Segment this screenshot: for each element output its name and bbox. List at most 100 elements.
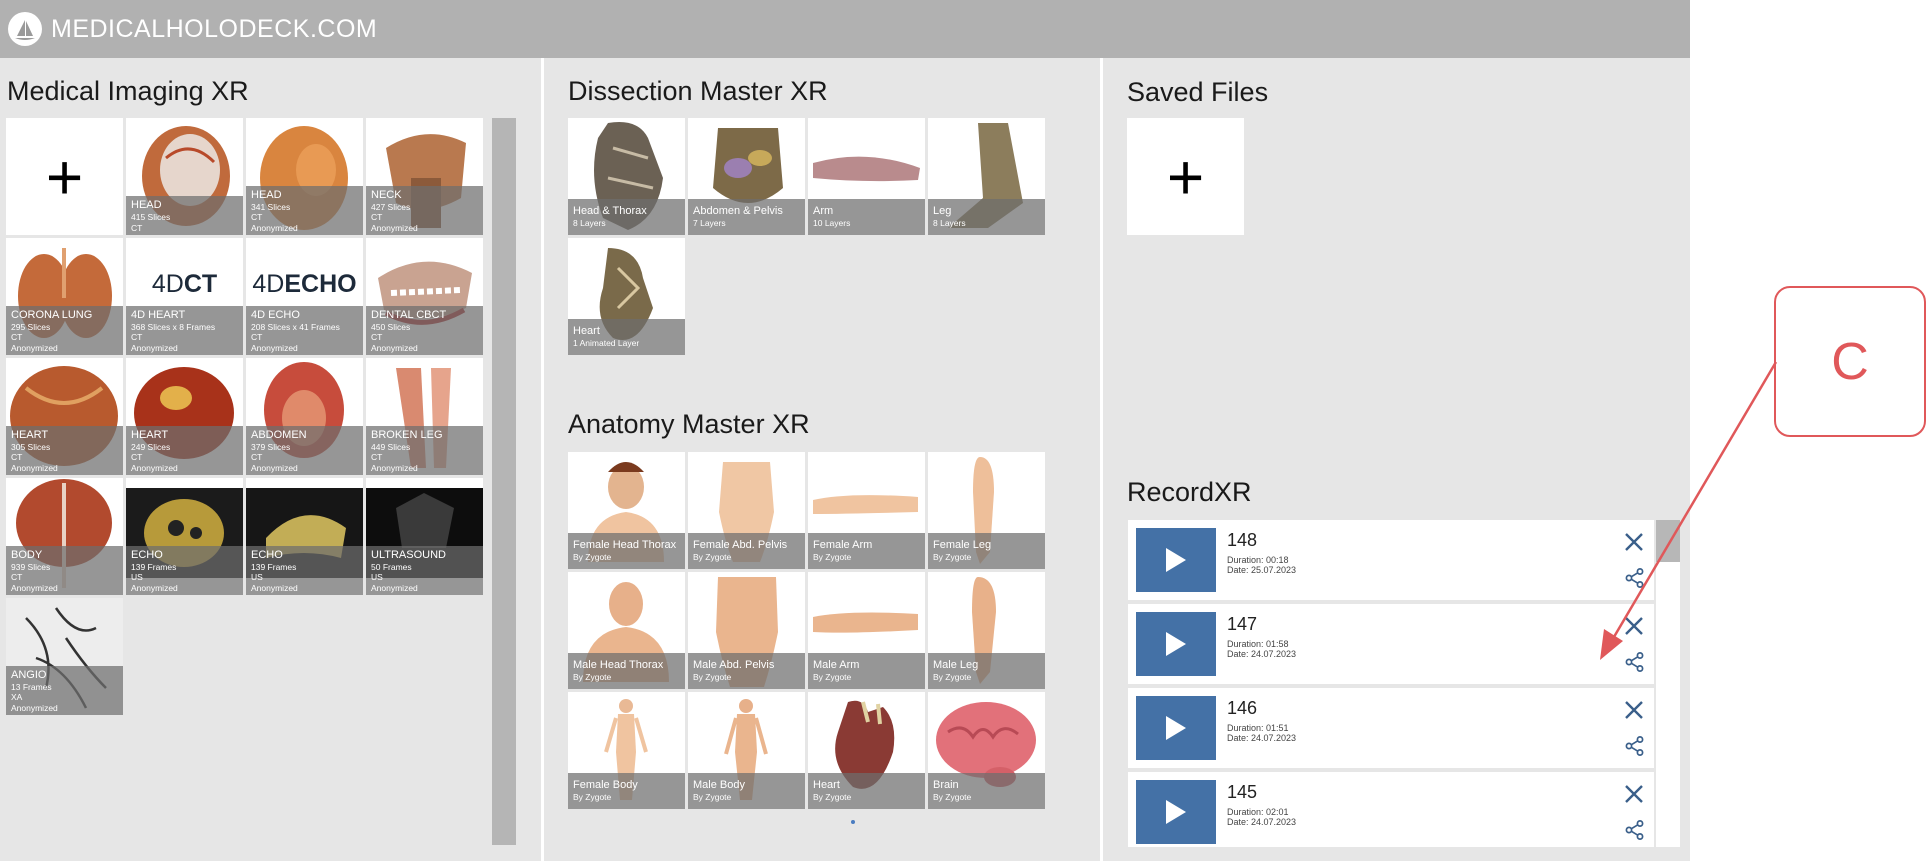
- scan-tile[interactable]: HEART 249 Slices CT Anonymized: [126, 358, 243, 475]
- anatomy-tile[interactable]: Heart By Zygote: [808, 692, 925, 809]
- dissection-tile[interactable]: Heart 1 Animated Layer: [568, 238, 685, 355]
- tile-caption: Female Abd. Pelvis By Zygote: [688, 533, 805, 569]
- play-button[interactable]: [1136, 696, 1216, 760]
- play-button[interactable]: [1136, 528, 1216, 592]
- medical-imaging-scrollbar[interactable]: [492, 118, 516, 845]
- page-indicator-dot[interactable]: [851, 820, 855, 824]
- close-icon[interactable]: [1624, 616, 1644, 636]
- play-button[interactable]: [1136, 780, 1216, 844]
- record-item[interactable]: 146 Duration: 01:51 Date: 24.07.2023: [1128, 688, 1654, 768]
- scan-tile[interactable]: HEAD 415 Slices CT: [126, 118, 243, 235]
- scan-tile[interactable]: ULTRASOUND 50 Frames US Anonymized: [366, 478, 483, 595]
- callout-box: C: [1774, 286, 1926, 437]
- tile-anonymized: Anonymized: [11, 582, 58, 593]
- tile-modality: CT: [371, 452, 383, 462]
- scan-tile[interactable]: BROKEN LEG 449 Slices CT Anonymized: [366, 358, 483, 475]
- saved-files-add-button[interactable]: +: [1127, 118, 1244, 235]
- tile-layers: 8 Layers: [933, 218, 966, 228]
- tile-anonymized: Anonymized: [131, 582, 178, 593]
- record-xr-title: RecordXR: [1127, 477, 1252, 507]
- tile-author: By Zygote: [933, 552, 972, 562]
- scan-tile[interactable]: DENTAL CBCT 450 Slices CT Anonymized: [366, 238, 483, 355]
- tile-caption: Brain By Zygote: [928, 773, 1045, 809]
- scan-tile[interactable]: HEAD 341 Slices CT Anonymized: [246, 118, 363, 235]
- play-button[interactable]: [1136, 612, 1216, 676]
- tile-slices: 415 Slices: [131, 212, 171, 222]
- close-icon[interactable]: [1624, 700, 1644, 720]
- record-number: 145: [1227, 782, 1258, 802]
- scan-tile[interactable]: ECHO 139 Frames US Anonymized: [246, 478, 363, 595]
- anatomy-tile[interactable]: Female Arm By Zygote: [808, 452, 925, 569]
- tile-caption: Female Head Thorax By Zygote: [568, 533, 685, 569]
- anatomy-tile[interactable]: Female Head Thorax By Zygote: [568, 452, 685, 569]
- anatomy-tile[interactable]: Female Abd. Pelvis By Zygote: [688, 452, 805, 569]
- tile-anonymized: Anonymized: [11, 342, 58, 353]
- tile-name: HEAD: [251, 188, 282, 201]
- tile-caption: Male Abd. Pelvis By Zygote: [688, 653, 805, 689]
- record-item[interactable]: 147 Duration: 01:58 Date: 24.07.2023: [1128, 604, 1654, 684]
- record-list: 148 Duration: 00:18 Date: 25.07.2023 147…: [1128, 520, 1654, 847]
- close-icon[interactable]: [1624, 784, 1644, 804]
- tile-caption: Leg 8 Layers: [928, 199, 1045, 235]
- anatomy-tile[interactable]: Male Body By Zygote: [688, 692, 805, 809]
- scrollbar-thumb[interactable]: [1656, 520, 1680, 562]
- tile-caption: HEAD 341 Slices CT Anonymized: [246, 185, 363, 235]
- record-date: Date: 24.07.2023: [1227, 649, 1297, 659]
- tile-slices: 427 Slices: [371, 201, 411, 212]
- share-icon[interactable]: [1625, 568, 1645, 588]
- play-icon: [1166, 632, 1186, 656]
- anatomy-tile[interactable]: Male Head Thorax By Zygote: [568, 572, 685, 689]
- record-item[interactable]: 145 Duration: 02:01 Date: 24.07.2023: [1128, 772, 1654, 847]
- tile-caption: HEART 249 Slices CT Anonymized: [126, 425, 243, 475]
- anatomy-tile[interactable]: Female Leg By Zygote: [928, 452, 1045, 569]
- record-number: 148: [1227, 530, 1258, 550]
- close-icon[interactable]: [1624, 532, 1644, 552]
- anatomy-tile[interactable]: Brain By Zygote: [928, 692, 1045, 809]
- tile-caption: Male Head Thorax By Zygote: [568, 653, 685, 689]
- tile-slices: 249 Slices: [131, 441, 171, 452]
- scan-tile[interactable]: ECHO 139 Frames US Anonymized: [126, 478, 243, 595]
- dissection-tile[interactable]: Head & Thorax 8 Layers: [568, 118, 685, 235]
- tile-modality: CT: [11, 572, 23, 582]
- anatomy-grid: Female Head Thorax By Zygote Female Abd.…: [568, 452, 1045, 809]
- dissection-tile[interactable]: Leg 8 Layers: [928, 118, 1045, 235]
- medical-imaging-add-button[interactable]: +: [6, 118, 123, 235]
- scan-tile[interactable]: ANGIO 13 Frames XA Anonymized: [6, 598, 123, 715]
- medical-imaging-title: Medical Imaging XR: [7, 76, 249, 106]
- anatomy-tile[interactable]: Male Abd. Pelvis By Zygote: [688, 572, 805, 689]
- share-icon[interactable]: [1625, 736, 1645, 756]
- anatomy-tile[interactable]: Male Leg By Zygote: [928, 572, 1045, 689]
- tile-caption: Abdomen & Pelvis 7 Layers: [688, 199, 805, 235]
- tile-anonymized: Anonymized: [371, 342, 418, 353]
- brand-name[interactable]: MEDICALHOLODECK.COM: [51, 14, 378, 43]
- share-icon[interactable]: [1625, 820, 1645, 840]
- tile-author: By Zygote: [813, 792, 852, 802]
- record-item[interactable]: 148 Duration: 00:18 Date: 25.07.2023: [1128, 520, 1654, 600]
- record-list-scrollbar[interactable]: [1656, 520, 1680, 847]
- dissection-tile[interactable]: Arm 10 Layers: [808, 118, 925, 235]
- scan-tile[interactable]: HEART 305 Slices CT Anonymized: [6, 358, 123, 475]
- anatomy-tile[interactable]: Male Arm By Zygote: [808, 572, 925, 689]
- scan-tile[interactable]: BODY 939 Slices CT Anonymized: [6, 478, 123, 595]
- scan-tile[interactable]: NECK 427 Slices CT Anonymized: [366, 118, 483, 235]
- tile-anonymized: Anonymized: [251, 462, 298, 473]
- tile-name: CORONA LUNG: [11, 308, 93, 321]
- tile-slices: 139 Frames: [251, 561, 297, 572]
- tile-caption: ABDOMEN 379 Slices CT Anonymized: [246, 425, 363, 475]
- tile-caption: HEAD 415 Slices CT: [126, 196, 243, 235]
- tile-name: Heart: [813, 779, 840, 791]
- scan-tile[interactable]: ABDOMEN 379 Slices CT Anonymized: [246, 358, 363, 475]
- share-icon[interactable]: [1625, 652, 1645, 672]
- top-bar: MEDICALHOLODECK.COM: [0, 0, 1690, 58]
- tile-caption: 4D HEART 368 Slices x 8 Frames CT Anonym…: [126, 305, 243, 355]
- dissection-tile[interactable]: Abdomen & Pelvis 7 Layers: [688, 118, 805, 235]
- tile-author: By Zygote: [573, 792, 612, 802]
- anatomy-tile[interactable]: Female Body By Zygote: [568, 692, 685, 809]
- tile-caption: ECHO 139 Frames US Anonymized: [126, 545, 243, 595]
- scan-tile[interactable]: CORONA LUNG 295 Slices CT Anonymized: [6, 238, 123, 355]
- tile-name: Leg: [933, 205, 952, 217]
- tile-layers: 1 Animated Layer: [573, 338, 640, 348]
- tile-author: By Zygote: [693, 792, 732, 802]
